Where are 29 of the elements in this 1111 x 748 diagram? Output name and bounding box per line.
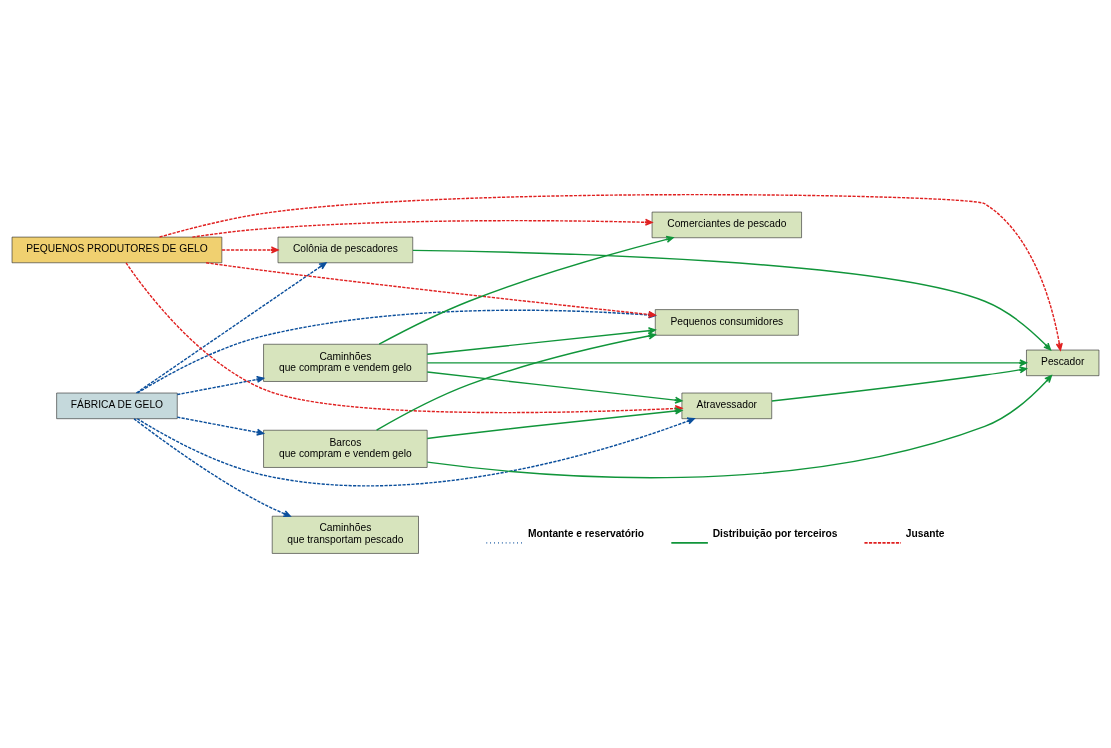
- node-box: PEQUENOS PRODUTORES DE GELO: [11, 236, 223, 264]
- node-box: Pequenos consumidores: [654, 309, 799, 336]
- arrow: [158, 193, 1063, 351]
- node-box: Comerciantes de pescado: [651, 211, 802, 239]
- arrow: [375, 332, 656, 431]
- arrow: [426, 371, 683, 404]
- arrow: [191, 218, 653, 238]
- arrow: [426, 375, 1053, 479]
- arrow: [771, 366, 1027, 402]
- node-box: Barcos que compram e vendem gelo: [263, 429, 428, 468]
- arrow: [426, 407, 683, 440]
- legend-label: Distribuição por terceiros: [712, 527, 838, 539]
- arrow: [176, 416, 265, 436]
- arrow: [135, 262, 327, 394]
- node-box: Caminhões que compram e vendem gelo: [263, 343, 428, 382]
- node-box: Atravessador: [681, 392, 773, 419]
- node-box: Pescador: [1026, 349, 1100, 376]
- arrow: [426, 327, 656, 355]
- arrow: [221, 246, 279, 254]
- node-box: FÁBRICA DE GELO: [56, 392, 178, 419]
- legend-label: Jusante: [905, 527, 945, 539]
- arrow: [412, 249, 1052, 351]
- arrow: [426, 359, 1028, 367]
- arrow: [133, 418, 291, 518]
- node-box: Caminhões que transportam pescado: [271, 515, 419, 554]
- legend-label: Montante e reservatório: [527, 527, 645, 539]
- arrow: [378, 235, 674, 345]
- arrow: [176, 375, 265, 396]
- node-box: Colônia de pescadores: [277, 236, 414, 264]
